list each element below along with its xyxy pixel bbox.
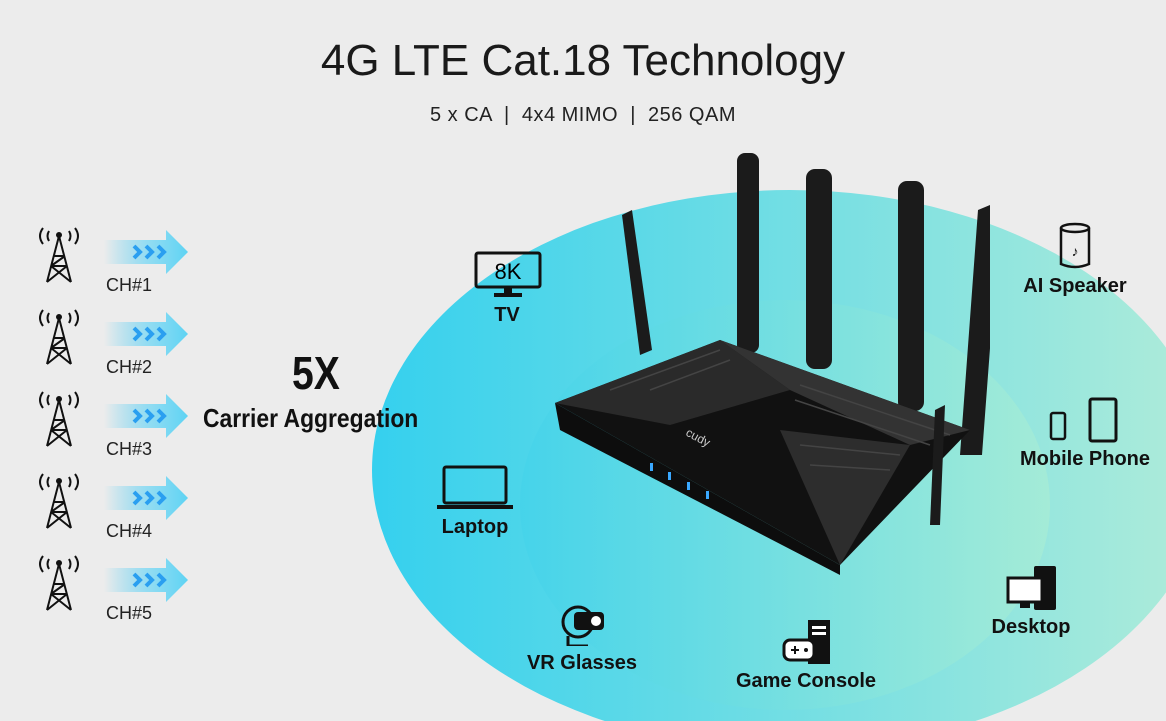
- antenna: [737, 153, 759, 353]
- signal-arrow-icon: [104, 230, 188, 274]
- tv-label: TV: [494, 304, 520, 326]
- laptop-icon: [437, 465, 513, 509]
- tv-icon: 8K: [474, 251, 542, 297]
- antenna: [930, 405, 945, 525]
- game-console-label: Game Console: [735, 670, 877, 692]
- channel-label: CH#1: [106, 275, 153, 295]
- page-title: 4G LTE Cat.18 Technology: [320, 36, 846, 85]
- page-subtitle: 5 x CA | 4x4 MIMO | 256 QAM: [430, 104, 736, 126]
- antenna: [898, 181, 924, 411]
- cell-tower-icon: [39, 473, 79, 529]
- vr-glasses-icon: [561, 605, 604, 646]
- signal-arrow-icon: [104, 394, 188, 438]
- cell-tower-icon: [39, 309, 79, 365]
- svg-text:♪: ♪: [1072, 243, 1079, 259]
- aggregation-multiplier: 5X: [292, 347, 340, 399]
- svg-text:8K: 8K: [495, 259, 522, 284]
- desktop-label: Desktop: [991, 616, 1071, 638]
- cell-tower-icon: [39, 227, 79, 283]
- vr-glasses-label: VR Glasses: [526, 652, 638, 674]
- channel-label: CH#2: [106, 357, 153, 377]
- cell-tower-icon: [39, 391, 79, 447]
- game-console-icon: [782, 620, 830, 664]
- channel-label: CH#3: [106, 439, 153, 459]
- antenna: [960, 205, 990, 455]
- signal-arrow-icon: [104, 476, 188, 520]
- antenna: [806, 169, 832, 369]
- desktop-icon: [1006, 566, 1056, 610]
- ai-speaker-label: AI Speaker: [1023, 275, 1127, 297]
- channel-label: CH#4: [106, 521, 153, 541]
- ai-speaker-icon: ♪: [1059, 222, 1091, 269]
- router-image: cudy: [555, 153, 990, 575]
- mobile-phone-icon: [1049, 397, 1118, 443]
- signal-arrow-icon: [104, 312, 188, 356]
- cell-tower-icon: [39, 555, 79, 611]
- channel-label: CH#5: [106, 603, 153, 623]
- aggregation-label: Carrier Aggregation: [203, 403, 419, 433]
- laptop-label: Laptop: [441, 516, 509, 538]
- antenna: [622, 210, 652, 355]
- mobile-phone-label: Mobile Phone: [1020, 448, 1150, 470]
- signal-arrow-icon: [104, 558, 188, 602]
